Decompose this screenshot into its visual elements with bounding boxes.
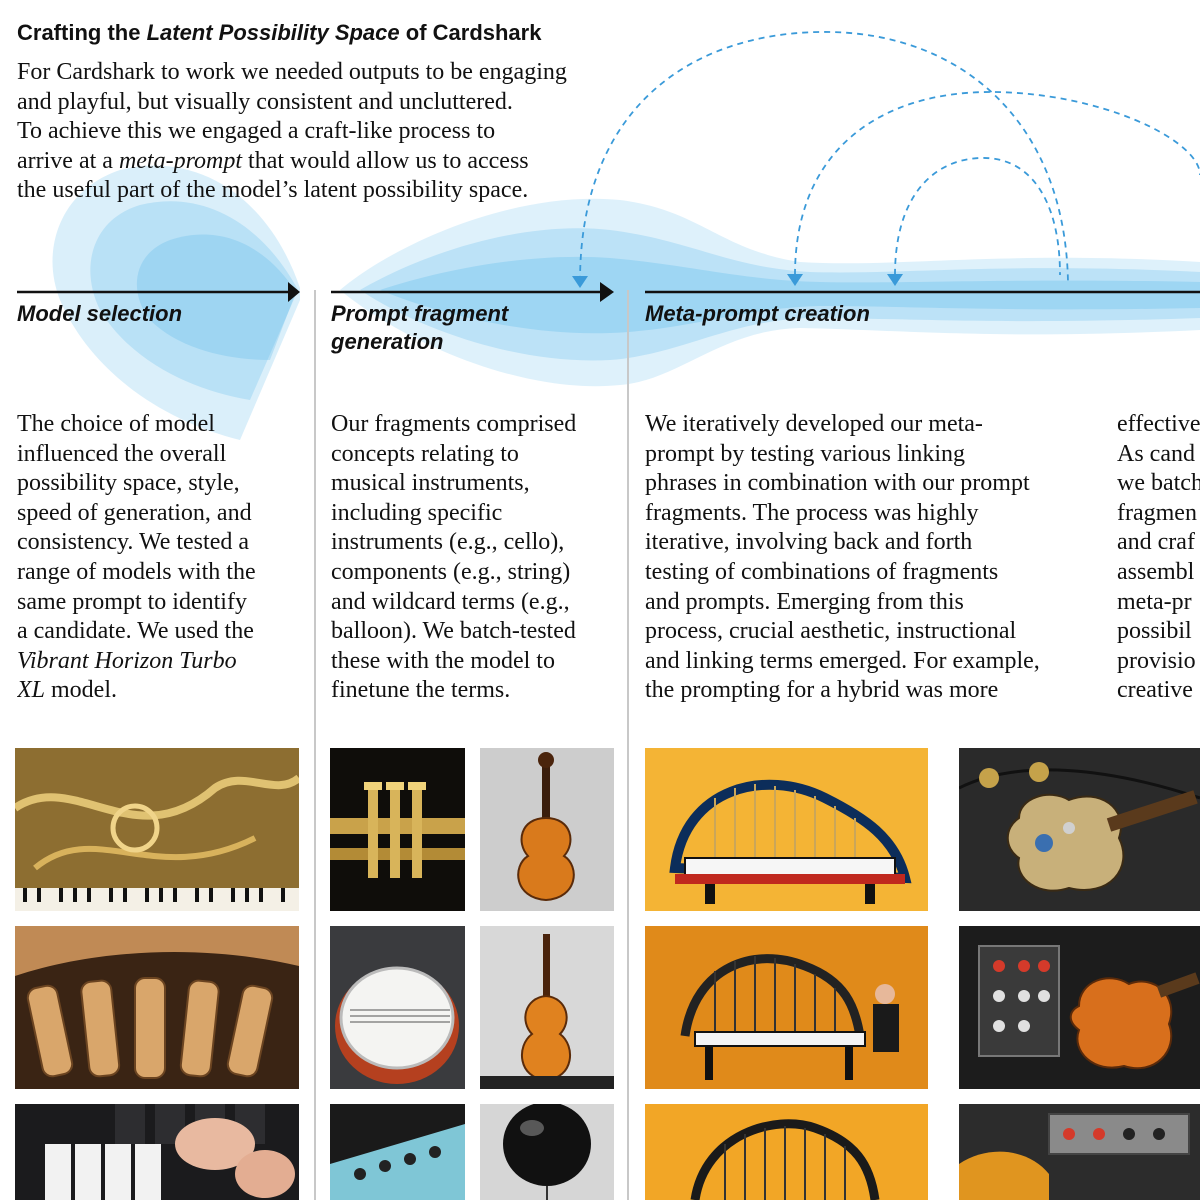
- iteration-arc-small: [894, 157, 1061, 276]
- harp-keyboard-hybrid-image-3: [645, 1104, 928, 1200]
- banjo-image: [330, 926, 465, 1089]
- intro-paragraph: For Cardshark to work we needed outputs …: [17, 58, 657, 206]
- violin-image: [480, 748, 614, 911]
- intro-line: and playful, but visually consistent and…: [17, 88, 513, 115]
- prompt-fragment-arrowhead: [600, 282, 614, 302]
- iteration-arc-large: [579, 31, 1069, 283]
- possibility-band-inner: [380, 256, 1200, 334]
- cello-image: [480, 926, 614, 1089]
- guitar-synth-hybrid-image-1: [959, 748, 1200, 911]
- iteration-arc-medium: [794, 91, 1200, 276]
- hands-on-keyboard-image: [15, 1104, 299, 1200]
- model-selection-possibility-blob-inner: [90, 201, 298, 400]
- intro-line: arrive at a meta-prompt that would allow…: [17, 147, 529, 174]
- arc-arrowhead-3: [887, 274, 903, 286]
- stage-heading-model-selection: Model selection: [17, 301, 183, 326]
- model-selection-arrowhead: [288, 282, 300, 302]
- wooden-piano-keys-image: [15, 926, 299, 1089]
- guitar-synth-hybrid-image-3: [959, 1104, 1200, 1200]
- harp-keyboard-with-performer-image: [645, 926, 928, 1089]
- stage-heading-prompt-fragment: Prompt fragment generation: [331, 301, 509, 354]
- arc-arrowhead-1: [572, 276, 588, 288]
- model-selection-possibility-blob: [52, 165, 300, 440]
- guitar-synth-hybrid-image-2: [959, 926, 1200, 1089]
- intro-line: the useful part of the model’s latent po…: [17, 177, 529, 204]
- meta-prompt-text: We iteratively developed our meta- promp…: [645, 411, 1040, 704]
- model-selection-text: The choice of model influenced the overa…: [17, 411, 256, 704]
- synth-panel-image: [330, 1104, 465, 1200]
- prompt-fragment-text: Our fragments comprised concepts relatin…: [331, 411, 577, 704]
- balloon-image: [480, 1104, 614, 1200]
- intro-line: To achieve this we engaged a craft-like …: [17, 118, 496, 145]
- continuation-text: effective As cand we batch fragmen and c…: [1117, 411, 1200, 704]
- page-title: Crafting the Latent Possibility Space of…: [17, 20, 542, 45]
- arc-arrowhead-2: [787, 274, 803, 286]
- intro-line: For Cardshark to work we needed outputs …: [17, 59, 567, 85]
- column-divider: [314, 290, 316, 1200]
- possibility-band-middle: [360, 228, 1200, 361]
- stage-heading-meta-prompt: Meta-prompt creation: [645, 301, 870, 326]
- model-selection-possibility-blob-core: [136, 234, 296, 360]
- column-divider: [627, 290, 629, 1200]
- harp-keyboard-hybrid-image-1: [645, 748, 928, 911]
- trumpet-valves-image: [330, 748, 465, 911]
- brass-instruments-on-piano-image: [15, 748, 299, 911]
